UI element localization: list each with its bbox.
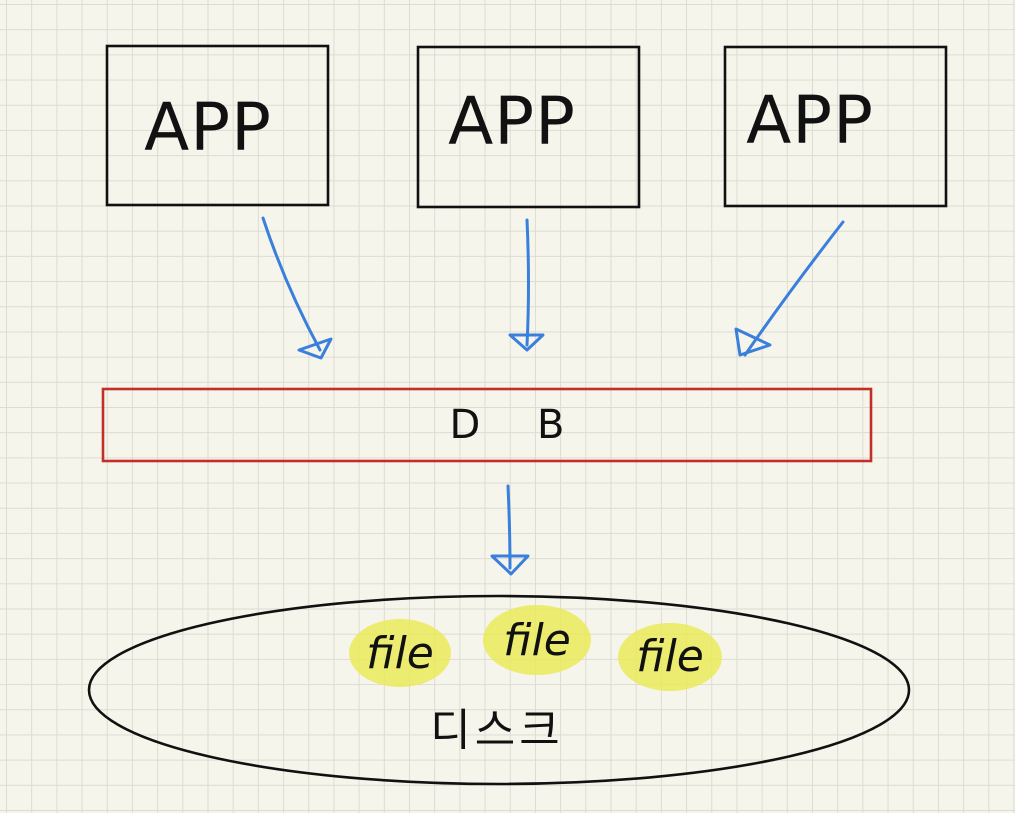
file-highlight-1 [349, 619, 451, 687]
app-label-1: APP [144, 89, 272, 166]
db-label: D B [450, 402, 587, 448]
db-node: D B [101, 387, 873, 463]
app-node-2: APP [416, 45, 641, 209]
app-node-3: APP [723, 45, 948, 208]
arrow-app1-to-db [261, 216, 333, 360]
disk-label: 디스크 [430, 705, 563, 756]
arrow-app3-to-db [734, 220, 845, 357]
db-box [101, 387, 873, 463]
app-node-1: APP [105, 44, 330, 207]
app-label-3: APP [746, 82, 874, 159]
app-box-1 [105, 44, 330, 207]
arrow-db-to-disk [490, 484, 530, 576]
app-box-3 [723, 45, 948, 208]
file-highlight-3 [618, 623, 722, 691]
disk-ellipse [87, 594, 911, 786]
app-label-2: APP [448, 83, 576, 160]
disk-node: file file file 디스크 [87, 594, 911, 786]
app-box-2 [416, 45, 641, 209]
file-highlight-2 [483, 605, 591, 675]
file-label-2: file [503, 615, 571, 666]
file-label-3: file [636, 631, 704, 682]
arrow-app2-to-db [508, 218, 545, 352]
file-label-1: file [366, 628, 434, 679]
